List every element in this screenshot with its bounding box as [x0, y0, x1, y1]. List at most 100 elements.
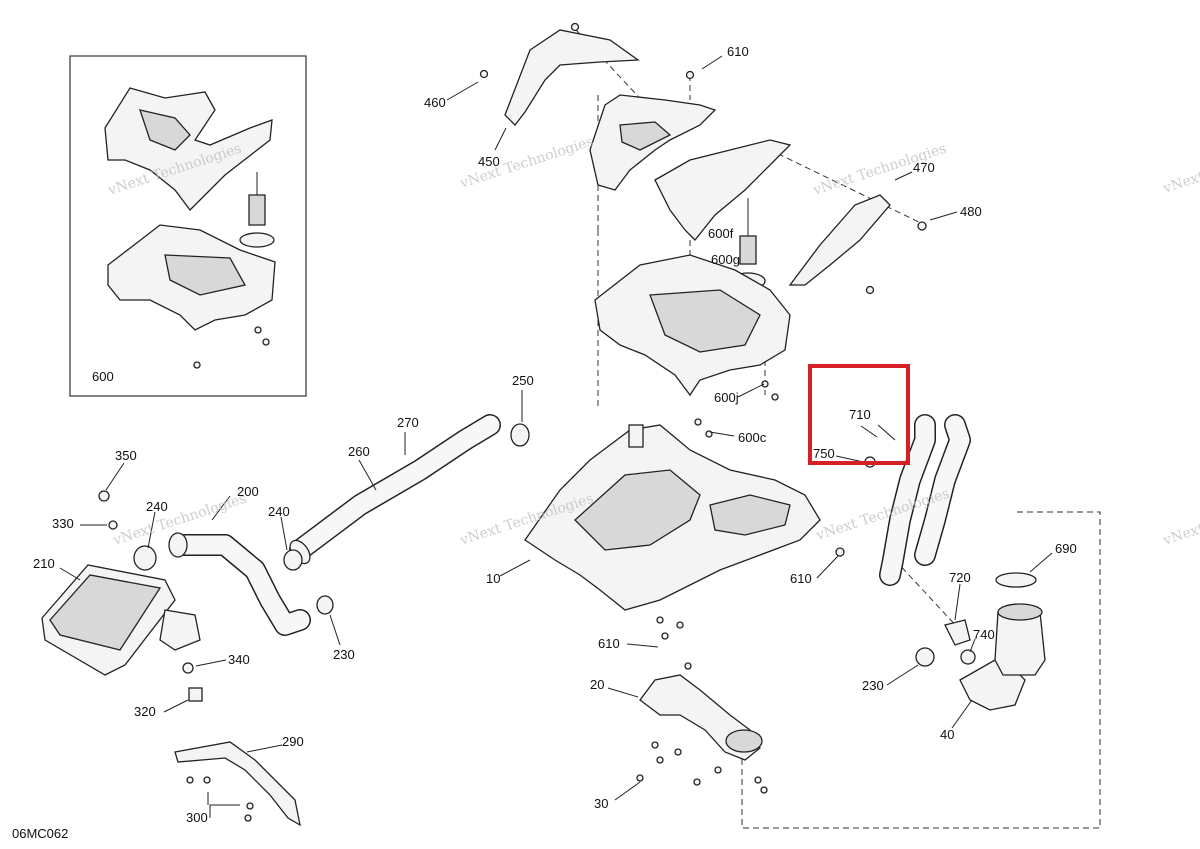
callout-300: 300: [186, 810, 208, 825]
lower-duct-opening: [725, 729, 763, 753]
screw: [835, 547, 845, 557]
inset-lower-housing-opening: [164, 254, 246, 296]
screw: [636, 774, 644, 782]
screw: [694, 418, 702, 426]
callout-260: 260: [348, 444, 370, 459]
upper-intake-assembly: [479, 22, 927, 438]
callout-20: 20: [590, 677, 604, 692]
callout-450: 450: [478, 154, 500, 169]
callout-210: 210: [33, 556, 55, 571]
callout-480: 480: [960, 204, 982, 219]
inset-spring: [248, 194, 266, 226]
hose-end: [168, 532, 188, 558]
screw: [754, 776, 762, 784]
screw: [676, 621, 684, 629]
nut-340: [182, 662, 194, 674]
callout-30: 30: [594, 796, 608, 811]
intercooler-outlet: [159, 609, 201, 651]
screw: [186, 776, 194, 784]
fitting-720: [944, 619, 971, 646]
callout-320: 320: [134, 704, 156, 719]
screw: [651, 741, 659, 749]
screw: [684, 662, 692, 670]
callout-200: 200: [237, 484, 259, 499]
callout-600f: 600f: [708, 226, 734, 241]
intercooler-hose-200: [133, 532, 311, 636]
clamp-230: [316, 595, 334, 615]
breather-hoses: [864, 414, 971, 586]
top-cover-left: [504, 29, 640, 126]
watermark: vNext Technologies: [1160, 139, 1200, 198]
intercooler-210: [41, 490, 203, 702]
screw: [674, 748, 682, 756]
screw: [656, 756, 664, 764]
inset-assembly-600: 600: [69, 55, 307, 397]
inset-screw: [254, 326, 262, 334]
callout-610: 610: [790, 571, 812, 586]
screw: [203, 776, 211, 784]
spring-600g: [739, 235, 757, 265]
plenum-outlet: [709, 494, 791, 536]
callout-230: 230: [333, 647, 355, 662]
screw: [246, 802, 254, 810]
callout-350: 350: [115, 448, 137, 463]
screw: [479, 69, 489, 79]
screw: [865, 285, 875, 295]
clamp-690: [995, 572, 1037, 588]
callout-290: 290: [282, 734, 304, 749]
inset-screw: [193, 361, 201, 369]
callout-460: 460: [424, 95, 446, 110]
intercooler-fins: [49, 574, 162, 651]
callout-710: 710: [849, 407, 871, 422]
inset-screw: [262, 338, 270, 346]
nut-350: [98, 490, 110, 502]
leader-lines: [59, 55, 1053, 818]
screw: [656, 616, 664, 624]
plenum-post: [628, 424, 644, 448]
filter-housing: [994, 611, 1046, 676]
plenum-inner-cavity: [574, 469, 701, 551]
drawing-id: 06MC062: [12, 826, 68, 841]
clamp-240: [133, 545, 157, 571]
inset-frame: [69, 55, 307, 397]
callout-610: 610: [598, 636, 620, 651]
callout-340: 340: [228, 652, 250, 667]
side-panel-470: [788, 194, 891, 286]
washer-330: [108, 520, 118, 530]
highlight-box: [808, 364, 910, 465]
callout-720: 720: [949, 570, 971, 585]
callout-240: 240: [268, 504, 290, 519]
screw: [714, 766, 722, 774]
screw: [917, 221, 927, 231]
screw: [661, 632, 669, 640]
clamp-250: [510, 423, 530, 447]
callout-740: 740: [973, 627, 995, 642]
air-intake-40: [915, 572, 1046, 711]
callout-330: 330: [52, 516, 74, 531]
callout-470: 470: [913, 160, 935, 175]
screw: [693, 778, 701, 786]
support-bracket-290: [174, 741, 301, 827]
filter-opening: [997, 603, 1043, 621]
watermark: vNext Technologies: [1160, 491, 1200, 550]
screw: [760, 786, 768, 794]
inset-callout-600: 600: [92, 369, 114, 384]
clamp-230: [915, 647, 935, 667]
bracket-320: [188, 687, 203, 702]
callout-600j: 600j: [714, 390, 739, 405]
lower-housing-opening: [649, 289, 761, 353]
intake-tube-260: [283, 414, 530, 615]
screw: [761, 380, 769, 388]
bracket-body: [174, 741, 301, 827]
screw: [244, 814, 252, 822]
callout-250: 250: [512, 373, 534, 388]
callout-690: 690: [1055, 541, 1077, 556]
clamp-240: [283, 549, 303, 571]
callout-600g: 600g: [711, 252, 740, 267]
upper-housing-rear: [654, 139, 792, 241]
plenum-base-10: [524, 424, 845, 670]
callout-240: 240: [146, 499, 168, 514]
callout-10: 10: [486, 571, 500, 586]
callout-230: 230: [862, 678, 884, 693]
